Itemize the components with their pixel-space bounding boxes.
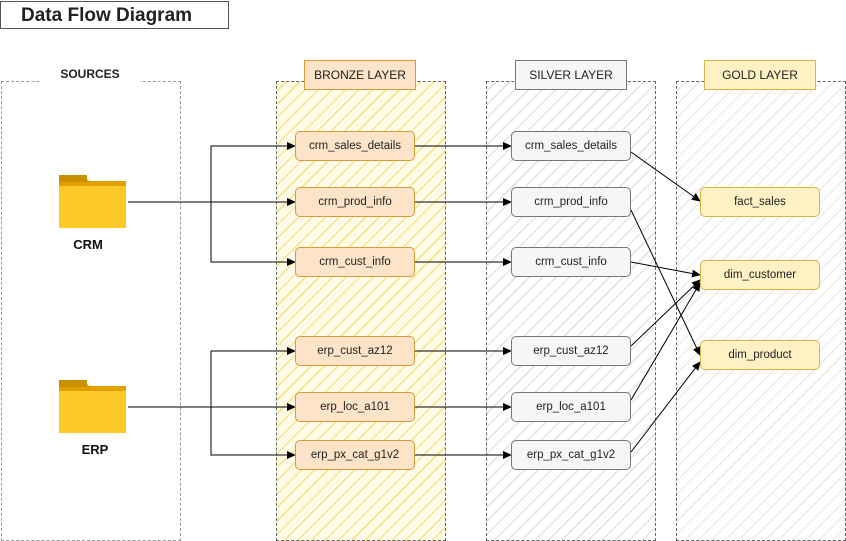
sources-container — [1, 81, 181, 541]
crm-folder-icon[interactable] — [57, 173, 128, 230]
bronze-crm-sales-details-node[interactable]: crm_sales_details — [295, 131, 415, 161]
sources-title: SOURCES — [40, 60, 140, 90]
silver-crm-cust-info-node[interactable]: crm_cust_info — [511, 247, 631, 277]
gold-layer-title: GOLD LAYER — [704, 60, 816, 90]
crm-source-label: CRM — [73, 237, 103, 252]
bronze-erp-loc-a101-node[interactable]: erp_loc_a101 — [295, 392, 415, 422]
silver-erp-loc-a101-node[interactable]: erp_loc_a101 — [511, 392, 631, 422]
silver-layer-title: SILVER LAYER — [515, 60, 627, 90]
silver-erp-px-cat-g1v2-node[interactable]: erp_px_cat_g1v2 — [511, 440, 631, 470]
erp-source-label: ERP — [81, 442, 109, 457]
gold-layer-container — [676, 81, 846, 541]
gold-dim-product-node[interactable]: dim_product — [700, 340, 820, 370]
silver-crm-prod-info-node[interactable]: crm_prod_info — [511, 187, 631, 217]
gold-dim-customer-node[interactable]: dim_customer — [700, 260, 820, 290]
bronze-layer-title: BRONZE LAYER — [304, 60, 416, 90]
diagram-title: Data Flow Diagram — [0, 1, 229, 29]
bronze-crm-prod-info-node[interactable]: crm_prod_info — [295, 187, 415, 217]
gold-fact-sales-node[interactable]: fact_sales — [700, 187, 820, 217]
silver-erp-cust-az12-node[interactable]: erp_cust_az12 — [511, 336, 631, 366]
bronze-erp-cust-az12-node[interactable]: erp_cust_az12 — [295, 336, 415, 366]
bronze-crm-cust-info-node[interactable]: crm_cust_info — [295, 247, 415, 277]
silver-crm-sales-details-node[interactable]: crm_sales_details — [511, 131, 631, 161]
bronze-erp-px-cat-g1v2-node[interactable]: erp_px_cat_g1v2 — [295, 440, 415, 470]
erp-folder-icon[interactable] — [57, 378, 128, 435]
